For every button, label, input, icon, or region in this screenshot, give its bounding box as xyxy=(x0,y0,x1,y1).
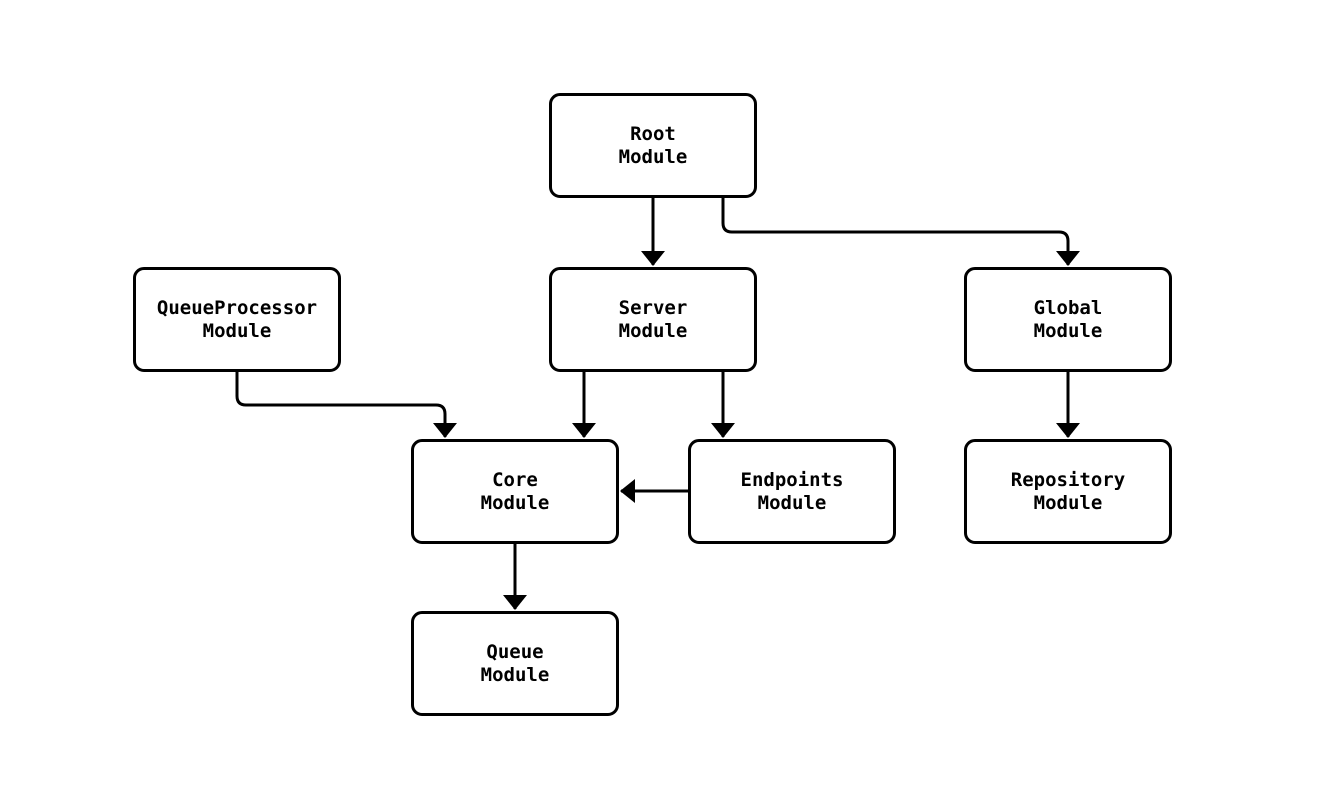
node-root-module: Root Module xyxy=(549,93,757,198)
node-queueprocessor-module-label: QueueProcessor Module xyxy=(156,296,318,342)
node-queue-module: Queue Module xyxy=(411,611,619,716)
node-repository-module-label: Repository Module xyxy=(1010,468,1126,514)
edge-queueprocessor-to-core xyxy=(235,372,457,438)
node-endpoints-module: Endpoints Module xyxy=(688,439,896,544)
edge-root-to-global xyxy=(721,198,1080,266)
node-server-module-label: Server Module xyxy=(618,296,688,342)
node-server-module: Server Module xyxy=(549,267,757,372)
node-global-module-label: Global Module xyxy=(1033,296,1103,342)
node-core-module: Core Module xyxy=(411,439,619,544)
node-global-module: Global Module xyxy=(964,267,1172,372)
node-repository-module: Repository Module xyxy=(964,439,1172,544)
node-queueprocessor-module: QueueProcessor Module xyxy=(133,267,341,372)
node-endpoints-module-label: Endpoints Module xyxy=(740,468,844,514)
node-queue-module-label: Queue Module xyxy=(480,640,550,686)
node-core-module-label: Core Module xyxy=(480,468,550,514)
node-root-module-label: Root Module xyxy=(618,122,688,168)
